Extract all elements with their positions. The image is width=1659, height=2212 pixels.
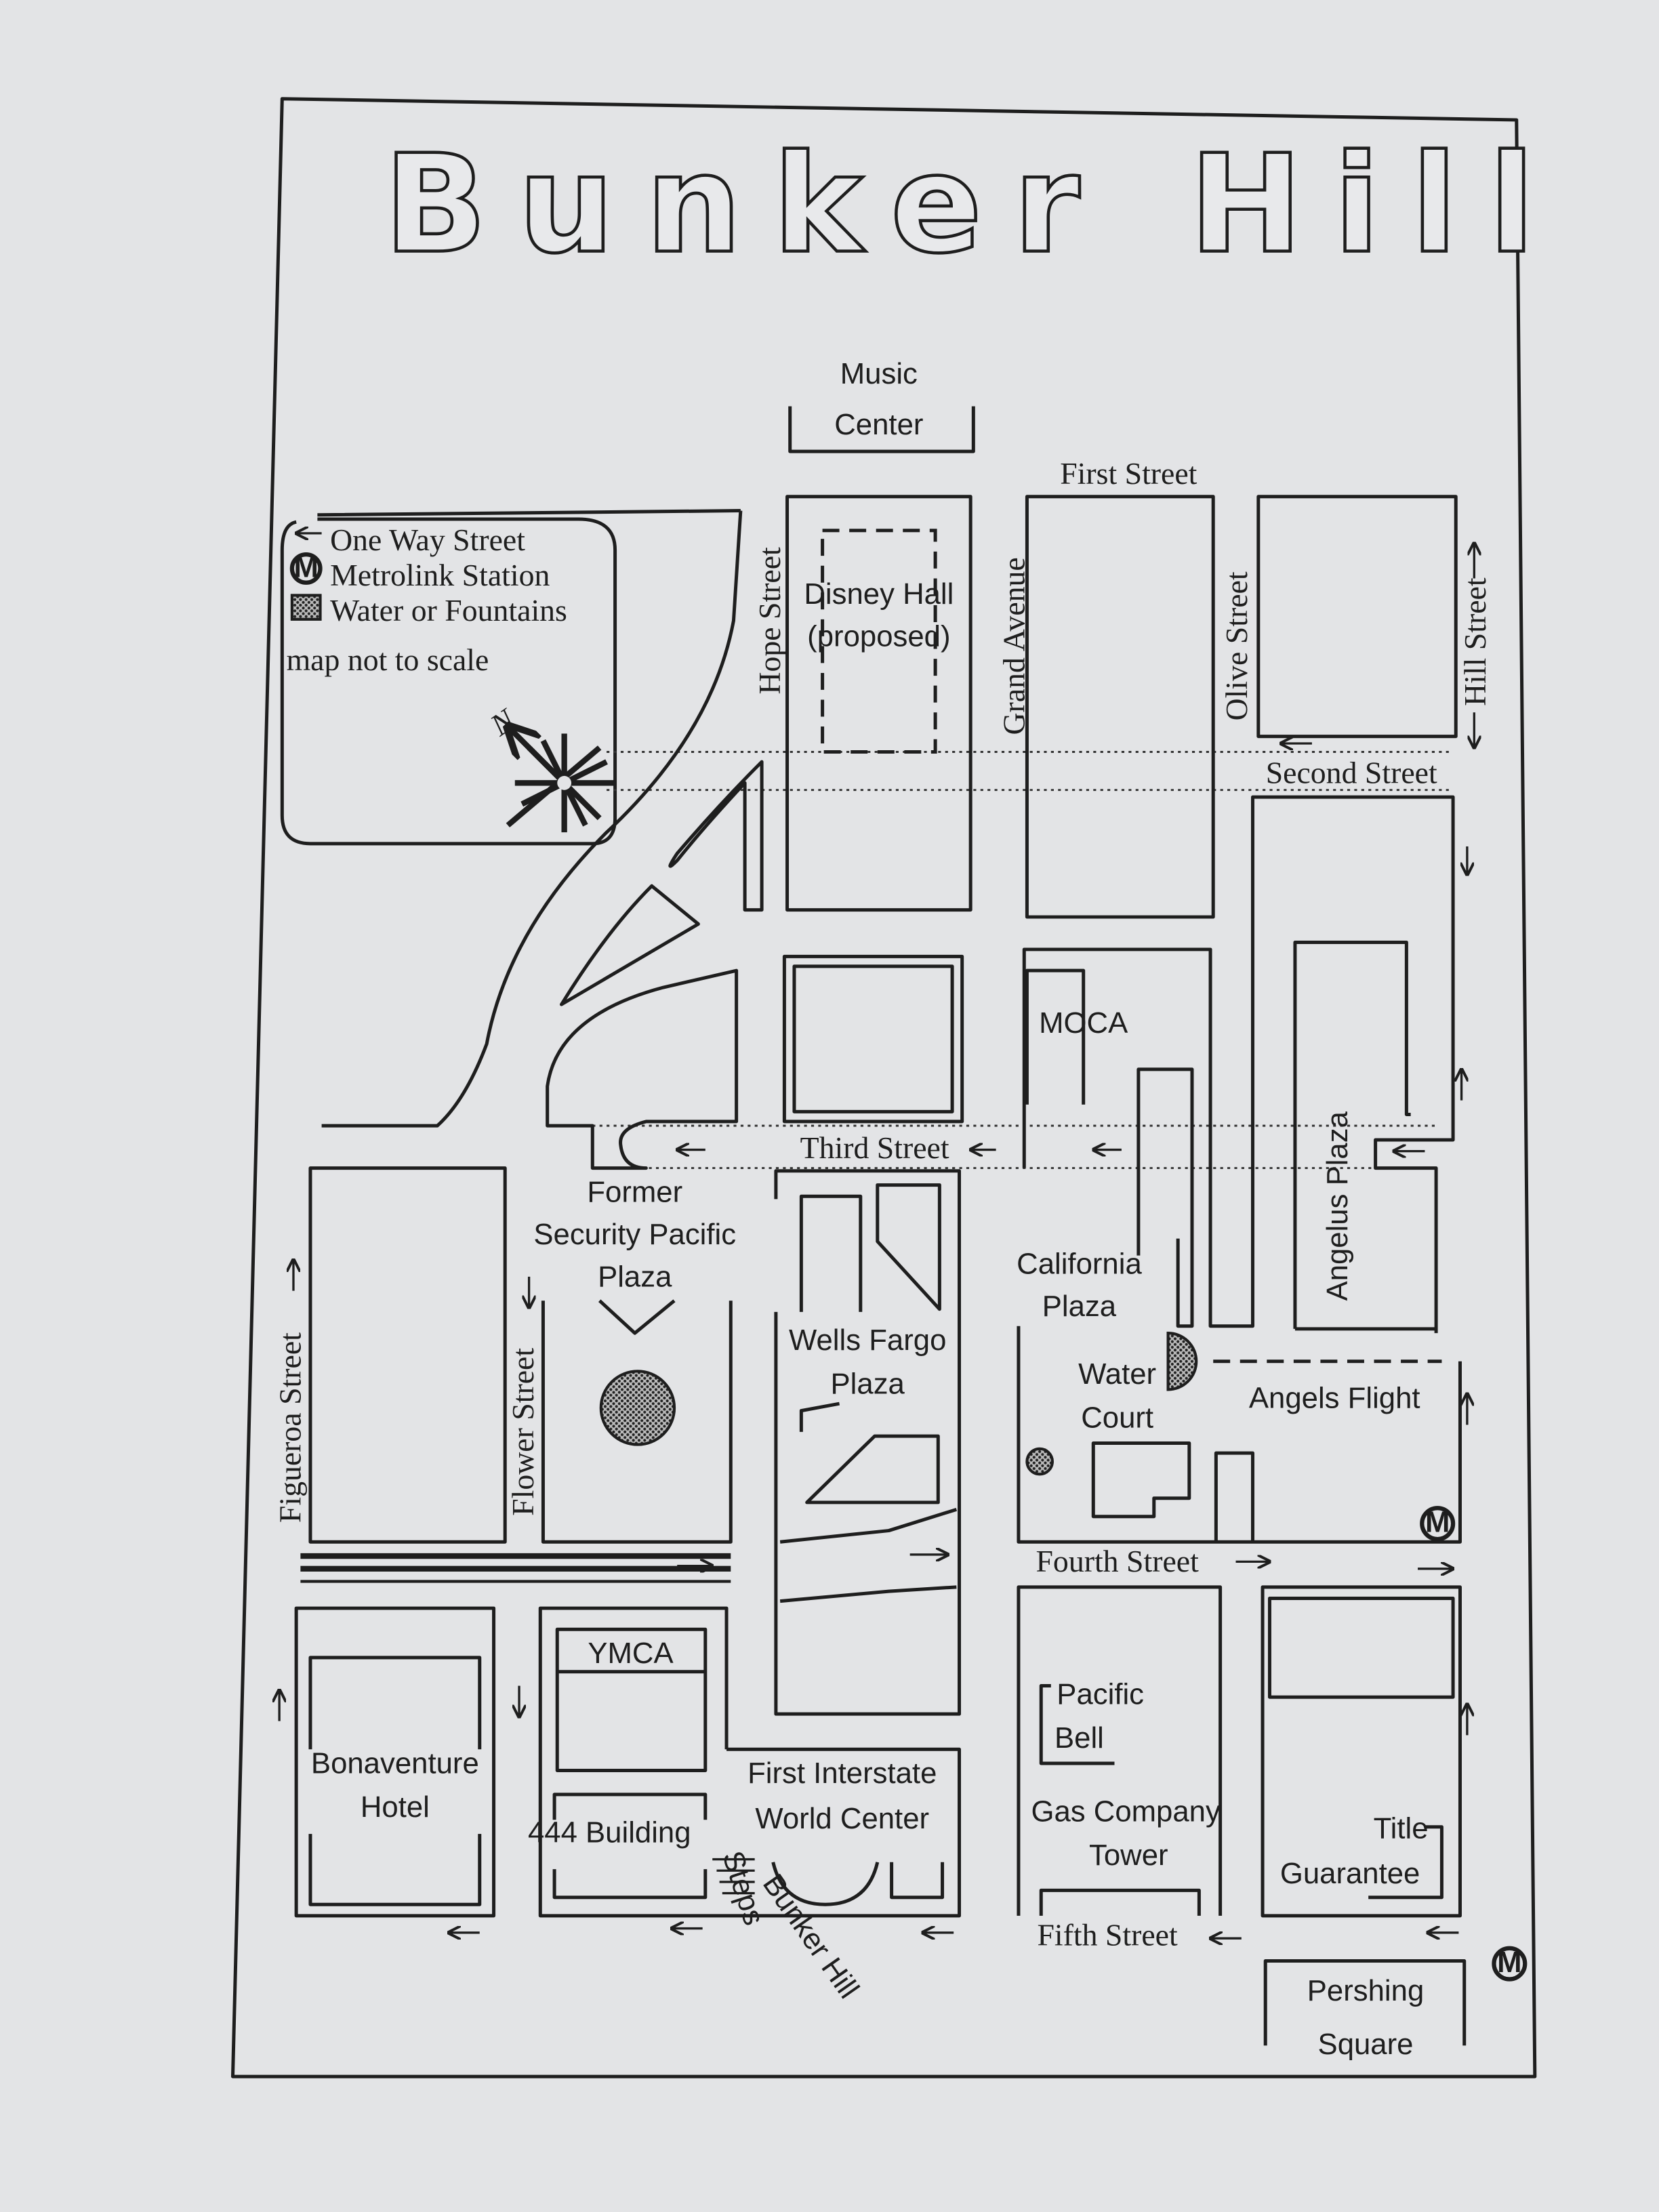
angelus-plaza-building <box>1293 941 1411 1329</box>
security-pacific-label: Security Pacific <box>533 1218 736 1251</box>
angels-flight-label: Angels Flight <box>1249 1381 1420 1414</box>
first-interstate-label: World Center <box>755 1802 929 1835</box>
block-olive-hill-2 <box>1022 795 1455 1334</box>
bunker-hill-steps: Steps Bunker Hill <box>712 1847 865 2005</box>
block-hope-grand-2 <box>782 954 964 1124</box>
block-disney <box>785 495 972 912</box>
music-center-label: Music <box>840 357 918 390</box>
pershing-square-label: Square <box>1318 2028 1414 2061</box>
moca-building <box>1025 968 1086 1105</box>
pershing-square-label: Pershing <box>1307 1974 1425 2007</box>
loop-block <box>546 968 739 1170</box>
scale-note: map not to scale <box>287 642 489 677</box>
pacific-bell-label: Pacific <box>1057 1678 1144 1711</box>
fourth-street-bridge <box>300 1553 731 1583</box>
ymca-label: YMCA <box>588 1637 674 1670</box>
disney-hall-label: (proposed) <box>807 619 950 653</box>
title-guarantee-label: Guarantee <box>1280 1857 1420 1890</box>
triangle-island <box>559 884 700 1006</box>
one-way-arrows <box>279 543 1474 1938</box>
water-court-label: Water <box>1078 1357 1156 1391</box>
small-fountain <box>1025 1447 1054 1476</box>
title-guarantee-label: Title <box>1374 1811 1429 1845</box>
water-court-fountain <box>1166 1332 1198 1391</box>
curved-road <box>321 510 743 1128</box>
second-street-label: Second Street <box>1266 755 1437 790</box>
figueroa-street-label: Figueroa Street <box>272 1332 307 1523</box>
moca-label: MOCA <box>1039 1006 1128 1040</box>
music-center: Music Center <box>788 357 975 453</box>
wells-fargo-label: Wells Fargo <box>789 1324 946 1357</box>
svg-text:M: M <box>294 550 319 583</box>
first-interstate-label: First Interstate <box>747 1757 937 1790</box>
flower-street-label: Flower Street <box>506 1348 540 1516</box>
block-wells-fargo <box>774 1169 962 1716</box>
third-street-dotted <box>592 1124 1439 1170</box>
svg-text:Bunker Hill: Bunker Hill <box>756 1868 865 2005</box>
ymca-building <box>555 1627 708 1772</box>
legend-one-way: One Way Street <box>330 523 525 557</box>
legend: One Way Street M Metrolink Station Water… <box>280 509 741 846</box>
disney-hall-outline <box>821 529 937 754</box>
compass-rose-icon: N <box>483 701 614 833</box>
svg-text:M: M <box>1497 1946 1521 1979</box>
block-figueroa-flower <box>308 1166 507 1544</box>
bonaventure-label: Hotel <box>361 1790 430 1824</box>
fourth-street-label: Fourth Street <box>1036 1544 1199 1578</box>
block-olive-hill <box>1256 495 1458 739</box>
block-title-guarantee <box>1261 1585 1462 1918</box>
building <box>1091 1441 1191 1519</box>
bonaventure-label: Bonaventure <box>311 1747 479 1780</box>
disney-hall-label: Disney Hall <box>804 577 954 611</box>
wells-fargo-label: Plaza <box>831 1368 905 1401</box>
fountain <box>599 1370 676 1446</box>
block-security-pacific <box>541 1300 733 1544</box>
block-water-court <box>1017 1326 1462 1544</box>
gas-company-label: Gas Company <box>1031 1795 1220 1828</box>
444-building-label: 444 Building <box>528 1816 691 1849</box>
water-court-label: Court <box>1081 1401 1153 1435</box>
block-gas-company <box>1017 1585 1223 1916</box>
second-street-dotted <box>607 751 1454 792</box>
water-icon <box>290 594 322 621</box>
metro-icon: M <box>289 550 323 585</box>
california-plaza-label: California <box>1017 1248 1142 1281</box>
block-bonaventure <box>294 1606 496 1918</box>
grand-avenue-label: Grand Avenue <box>996 557 1031 735</box>
legend-water: Water or Fountains <box>330 593 567 628</box>
map-title: Bunker Hill <box>384 127 1566 284</box>
pacific-bell-label: Bell <box>1054 1721 1104 1755</box>
california-plaza-label: Plaza <box>1042 1290 1117 1323</box>
fifth-street-label: Fifth Street <box>1037 1918 1178 1952</box>
olive-street-label: Olive Street <box>1219 571 1254 720</box>
first-street-label: First Street <box>1060 456 1197 491</box>
metro-station-icon[interactable]: M <box>1492 1946 1528 1982</box>
block-grand-olive <box>1025 495 1215 919</box>
metro-station-icon[interactable]: M <box>1420 1506 1456 1542</box>
gas-company-label: Tower <box>1089 1839 1168 1872</box>
legend-metro: Metrolink Station <box>330 558 550 592</box>
security-pacific-label: Plaza <box>598 1260 672 1293</box>
pershing-square <box>1263 1959 1467 2046</box>
map-frame <box>230 97 1537 2078</box>
svg-text:M: M <box>1425 1506 1450 1539</box>
third-street-label: Third Street <box>800 1130 949 1165</box>
plaza-curve <box>771 1862 880 1906</box>
hope-street-label: Hope Street <box>752 547 787 695</box>
angelus-plaza-label: Angelus Plaza <box>1321 1111 1354 1300</box>
california-plaza-tower <box>1136 1067 1194 1328</box>
ramp <box>668 760 764 912</box>
security-pacific-label: Former <box>587 1176 682 1209</box>
hill-street-label: Hill Street <box>1458 577 1492 706</box>
block-ymca-first-interstate <box>538 1606 962 1918</box>
music-center-label: Center <box>834 408 923 441</box>
